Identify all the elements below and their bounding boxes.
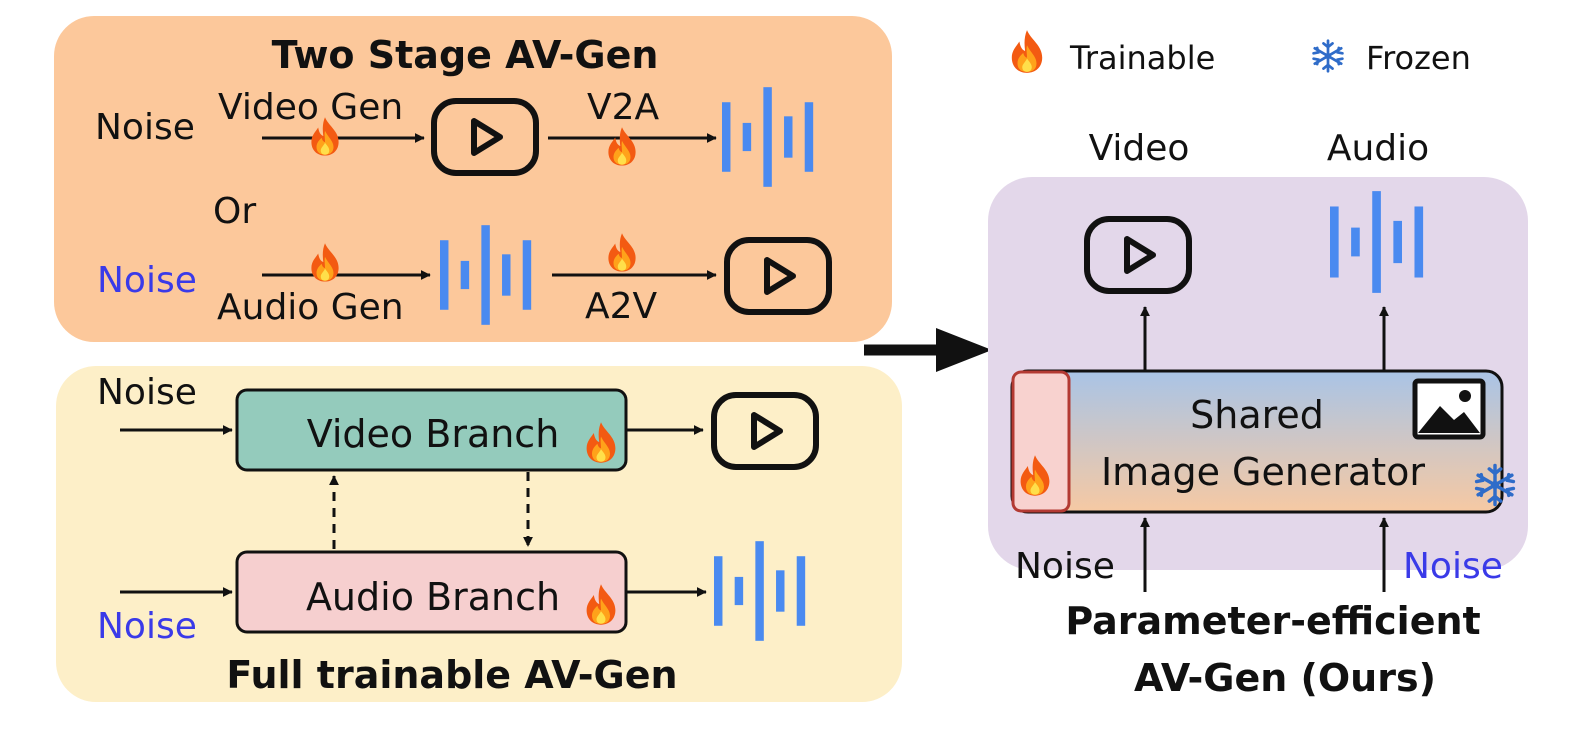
ours-title-line2: AV-Gen (Ours) [1134,656,1436,700]
full-noise-audio: Noise [97,606,197,647]
ours-noise-right: Noise [1403,546,1503,587]
generator-label-line2: Image Generator [1101,450,1425,494]
ours-video-label: Video [1089,128,1190,169]
ours-noise-left: Noise [1015,546,1115,587]
image-icon [1412,378,1486,440]
two-stage-title: Two Stage AV-Gen [272,33,659,77]
video-branch-label: Video Branch [307,412,560,456]
v2a-label: V2A [587,87,660,128]
audio-branch-label: Audio Branch [306,575,560,619]
ours-audio-label: Audio [1327,128,1429,169]
full-noise-video: Noise [97,372,197,413]
two-stage-noise-bottom: Noise [97,260,197,301]
legend-trainable-label: Trainable [1069,39,1215,77]
two-stage-noise-top: Noise [95,107,195,148]
or-label: Or [213,191,256,232]
ours-title-line1: Parameter-efficient [1065,599,1480,643]
legend-frozen-label: Frozen [1366,39,1471,77]
audio-gen-label: Audio Gen [217,287,404,328]
two-stage-panel [54,16,892,342]
full-trainable-title: Full trainable AV-Gen [226,653,677,697]
video-gen-label: Video Gen [218,87,403,128]
a2v-label: A2V [585,286,658,327]
legend-snowflake-icon [1312,39,1344,73]
legend-fire-icon [1011,30,1043,73]
transition-arrow-head [936,328,992,372]
generator-label-line1: Shared [1190,393,1324,437]
